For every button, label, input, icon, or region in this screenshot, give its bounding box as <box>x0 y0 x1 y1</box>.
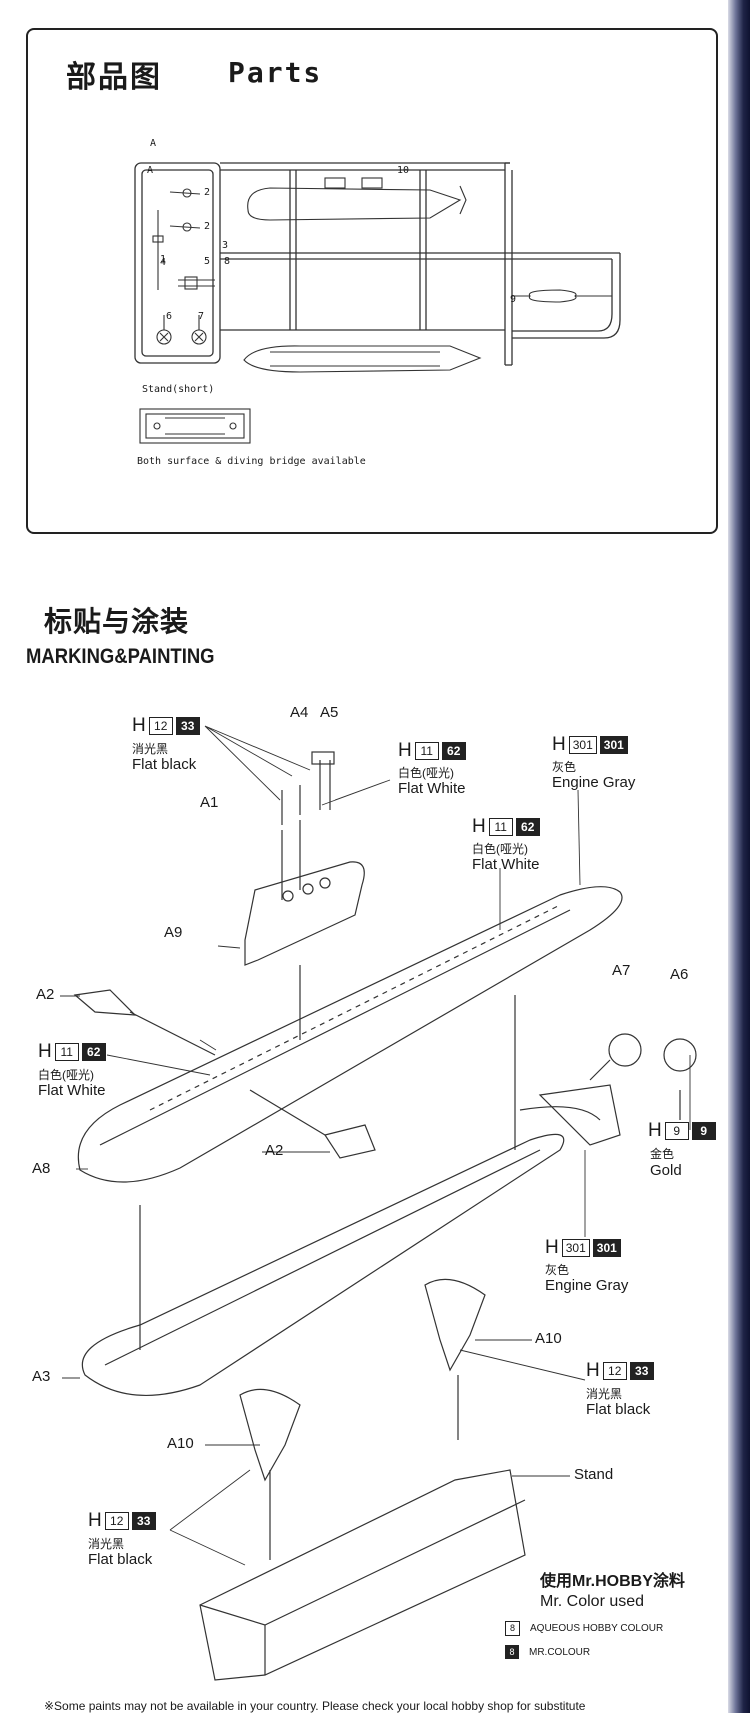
paint-name-cn: 消光黑 <box>88 1537 125 1551</box>
parts-title-cn: 部品图 <box>66 61 162 94</box>
parts-panel <box>26 28 718 534</box>
part-number: 4 <box>160 257 167 268</box>
paint-name-en: Flat black <box>586 1401 651 1418</box>
part-number: 7 <box>198 311 205 322</box>
paint-name-cn: 白色(哑光) <box>38 1068 94 1082</box>
parts-title-en: Parts <box>228 56 323 89</box>
paint-name-cn: 灰色 <box>552 760 577 774</box>
part-number: 8 <box>224 256 231 267</box>
part-number: 1 <box>160 254 167 265</box>
label-a3: A3 <box>32 1368 51 1385</box>
label-a9: A9 <box>164 924 183 941</box>
part-number: 2 <box>204 187 211 198</box>
assembly-drawing <box>73 751 697 1681</box>
paint-name-en: Flat White <box>398 780 466 797</box>
paint-name-en: Flat black <box>88 1551 153 1568</box>
label-a10-upper: A10 <box>535 1330 562 1347</box>
sprue-tag: A <box>147 165 154 176</box>
label-a10-lower: A10 <box>167 1435 194 1452</box>
conning-tower <box>244 861 365 966</box>
paint-name-en: Flat black <box>132 756 197 773</box>
part-number: 2 <box>204 221 211 232</box>
marking-title-cn: 标贴与涂装 <box>44 606 190 637</box>
availability-note: Both surface & diving bridge available <box>137 456 366 467</box>
sprue-frame <box>134 162 621 366</box>
lower-hull <box>81 1133 565 1397</box>
label-a4: A4 <box>290 704 309 721</box>
paint-name-en: Engine Gray <box>552 774 636 791</box>
paint-name-en: Engine Gray <box>545 1277 629 1294</box>
paint-name-cn: 白色(哑光) <box>472 842 528 856</box>
part-number: 9 <box>510 294 517 305</box>
footnote: ※Some paints may not be available in you… <box>44 1699 586 1713</box>
label-a2-bottom: A2 <box>265 1142 284 1159</box>
stand <box>199 1469 526 1681</box>
label-a6: A6 <box>670 966 689 983</box>
part-number: 5 <box>204 256 211 267</box>
paint-name-cn: 灰色 <box>545 1263 570 1277</box>
label-a5: A5 <box>320 704 339 721</box>
paint-name-cn: 白色(哑光) <box>398 766 454 780</box>
legend-subtitle: Mr. Color used <box>540 1593 645 1610</box>
label-stand: Stand <box>574 1466 614 1483</box>
part-number: 6 <box>166 311 173 322</box>
sprue-label: A <box>150 138 157 149</box>
paint-name-cn: 消光黑 <box>586 1387 623 1401</box>
part-number: 10 <box>397 165 410 176</box>
label-a7: A7 <box>612 962 631 979</box>
label-a1: A1 <box>200 794 219 811</box>
page-edge-decoration <box>728 0 750 1713</box>
label-a8: A8 <box>32 1160 51 1177</box>
leader-lines <box>60 725 691 1566</box>
part-number: 3 <box>222 240 229 251</box>
legend-title: 使用Mr.HOBBY涂料 <box>540 1573 685 1590</box>
paint-name-en: Flat White <box>38 1082 106 1099</box>
paint-name-cn: 金色 <box>650 1147 675 1161</box>
paint-name-en: Gold <box>650 1162 682 1179</box>
marking-title-en: MARKING&PAINTING <box>26 645 215 668</box>
stand-short-label: Stand(short) <box>142 384 215 395</box>
paint-name-en: Flat White <box>472 856 540 873</box>
label-a2-top: A2 <box>36 986 55 1003</box>
paint-name-cn: 消光黑 <box>132 742 169 756</box>
upper-hull <box>77 886 623 1183</box>
sprue-parts <box>139 177 612 444</box>
